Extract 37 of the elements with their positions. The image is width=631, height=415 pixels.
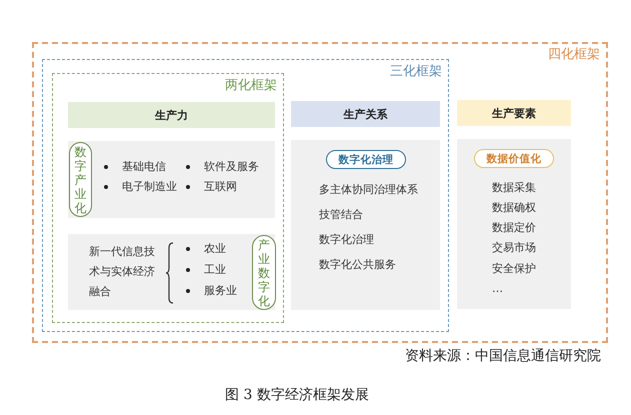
list-item: 数据确权 [492,201,536,215]
list-item: 软件及服务 [204,160,259,174]
list-item: 数据采集 [492,181,536,195]
description-text: 新一代信息技术与实体经济融合 [89,244,156,300]
content-panel [457,139,571,309]
list-item: 安全保护 [492,262,536,276]
list-item: 技管结合 [319,208,363,222]
content-panel [68,141,275,218]
source-note: 资料来源：中国信息通信研究院 [405,347,601,365]
list-item: 交易市场 [492,241,536,255]
figure-caption: 图 3 数字经济框架发展 [225,386,369,404]
frame-title: 两化框架 [225,79,277,93]
list-item: 服务业 [204,284,237,298]
frame-title: 四化框架 [548,48,600,62]
list-item: 数字化治理 [319,233,374,247]
rounded-tag: 产业数字化 [252,235,276,310]
frame-title: 三化框架 [390,65,442,79]
header-bar: 生产关系 [291,101,440,127]
list-item: 电子制造业 [122,180,177,194]
list-item: 农业 [204,242,226,256]
rounded-tag: 数字产业化 [69,142,92,217]
rounded-tag: 数字化治理 [326,150,406,169]
rounded-tag: 数据价值化 [474,149,554,168]
dashed-frame [42,59,449,332]
content-panel [291,140,440,310]
list-item: 互联网 [204,180,237,194]
header-bar: 生产力 [68,102,275,128]
content-panel [68,234,275,310]
dashed-frame [32,42,608,343]
list-item: 多主体协同治理体系 [319,183,418,197]
list-item: 基础电信 [122,160,166,174]
dashed-frame [52,73,284,323]
list-item: 数据定价 [492,221,536,235]
list-item: … [492,282,503,296]
list-item: 工业 [204,263,226,277]
header-bar: 生产要素 [457,100,571,126]
list-item: 数字化公共服务 [319,258,396,272]
